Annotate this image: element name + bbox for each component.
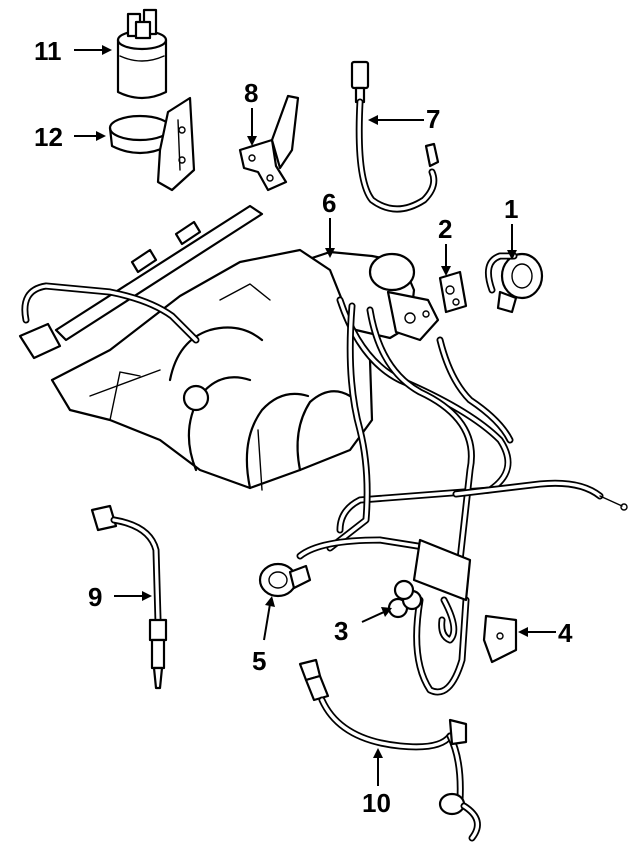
callout-2: 2 — [438, 214, 452, 276]
callout-7-label: 7 — [426, 104, 440, 134]
vacuum-hose-harness — [296, 296, 628, 696]
part-11-canister — [116, 8, 168, 100]
part-2-gasket — [438, 270, 468, 314]
part-10-oxygen-sensor — [298, 658, 481, 842]
callout-11-label: 11 — [34, 36, 62, 66]
callout-3-label: 3 — [334, 616, 348, 646]
callout-7: 7 — [368, 104, 440, 134]
callout-8-label: 8 — [244, 78, 258, 108]
callout-2-label: 2 — [438, 214, 452, 244]
callout-1: 1 — [504, 194, 518, 260]
part-9-oxygen-sensor — [90, 504, 168, 690]
callout-12: 12 — [34, 122, 106, 152]
callout-5-label: 5 — [252, 646, 266, 676]
callout-10: 10 — [362, 748, 391, 818]
callout-12-label: 12 — [34, 122, 63, 152]
part-5-vacuum-canister — [258, 562, 312, 598]
callout-3: 3 — [334, 607, 392, 646]
callout-5: 5 — [252, 596, 275, 676]
callout-4: 4 — [518, 618, 573, 648]
callout-9: 9 — [88, 582, 152, 612]
intake-manifold — [18, 204, 374, 491]
callout-9-label: 9 — [88, 582, 102, 612]
part-12-bracket — [108, 96, 196, 192]
callout-4-label: 4 — [558, 618, 573, 648]
callout-8: 8 — [244, 78, 258, 146]
callout-6: 6 — [322, 188, 336, 258]
part-7-sensor-lead — [350, 60, 440, 213]
callout-6-label: 6 — [322, 188, 336, 218]
part-8-bracket — [238, 94, 300, 192]
callout-11: 11 — [34, 36, 112, 66]
part-3-grommets — [387, 579, 423, 619]
callout-1-label: 1 — [504, 194, 518, 224]
part-1-solenoid — [484, 252, 544, 314]
callout-10-label: 10 — [362, 788, 391, 818]
part-4-bracket — [438, 596, 518, 664]
